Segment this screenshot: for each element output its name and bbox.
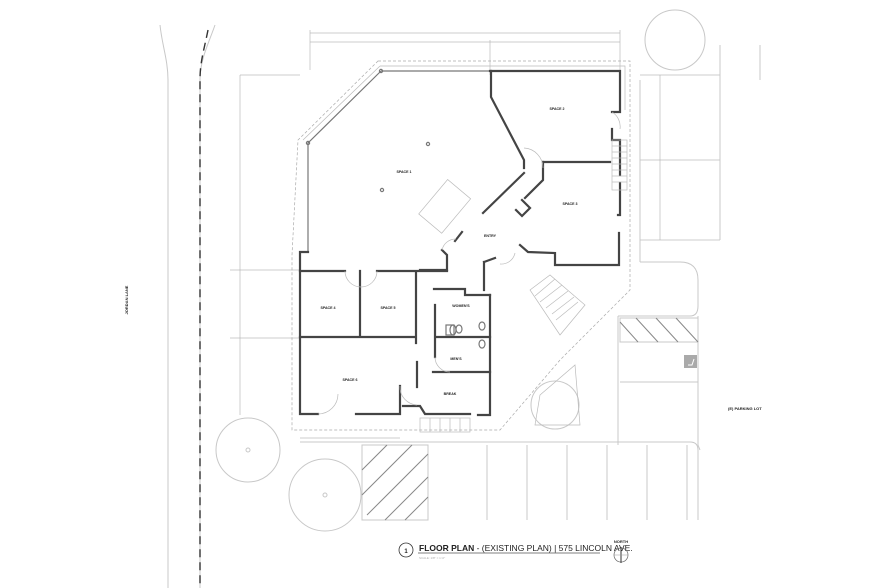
scale-label: SCALE: 1/8" = 1'-0" <box>419 556 445 560</box>
north-label: NORTH <box>614 539 628 544</box>
door-swings <box>317 111 621 415</box>
plumbing-fixtures <box>305 68 486 349</box>
drawing-title-rest: - (EXISTING PLAN) | 575 LINCOLN AVE. <box>474 543 632 553</box>
room-label-mens: MEN'S <box>450 357 462 361</box>
parking-lot <box>300 45 761 521</box>
room-label-entry: ENTRY <box>484 234 497 238</box>
drawing-number-circle <box>398 542 414 558</box>
title-block: 1 FLOOR PLAN - (EXISTING PLAN) | 575 LIN… <box>398 539 633 563</box>
room-label-break: BREAK <box>444 392 457 396</box>
drawing-title: FLOOR PLAN - (EXISTING PLAN) | 575 LINCO… <box>419 543 633 553</box>
accessible-parking-icon <box>684 355 697 368</box>
stairs <box>418 139 628 433</box>
building-outline <box>291 60 631 431</box>
drawing-number: 1 <box>404 549 408 555</box>
room-label-space-6: SPACE 6 <box>342 378 357 382</box>
tree-icon <box>215 9 706 532</box>
room-label-space-1: SPACE 1 <box>396 170 411 174</box>
room-label-space-5: SPACE 5 <box>380 306 395 310</box>
walls <box>298 69 622 417</box>
street-label: JORDAN LANE <box>124 285 129 314</box>
drawing-title-bold: FLOOR PLAN <box>419 543 474 553</box>
room-label-space-2: SPACE 2 <box>549 107 564 111</box>
room-label-space-3: SPACE 3 <box>562 202 577 206</box>
room-label-space-4: SPACE 4 <box>320 306 335 310</box>
north-arrow-icon <box>613 547 629 563</box>
parking-lot-label: (E) PARKING LOT <box>728 406 762 411</box>
dimension-lines <box>230 30 720 439</box>
road <box>159 24 216 588</box>
room-label-womens: WOMEN'S <box>452 304 470 308</box>
